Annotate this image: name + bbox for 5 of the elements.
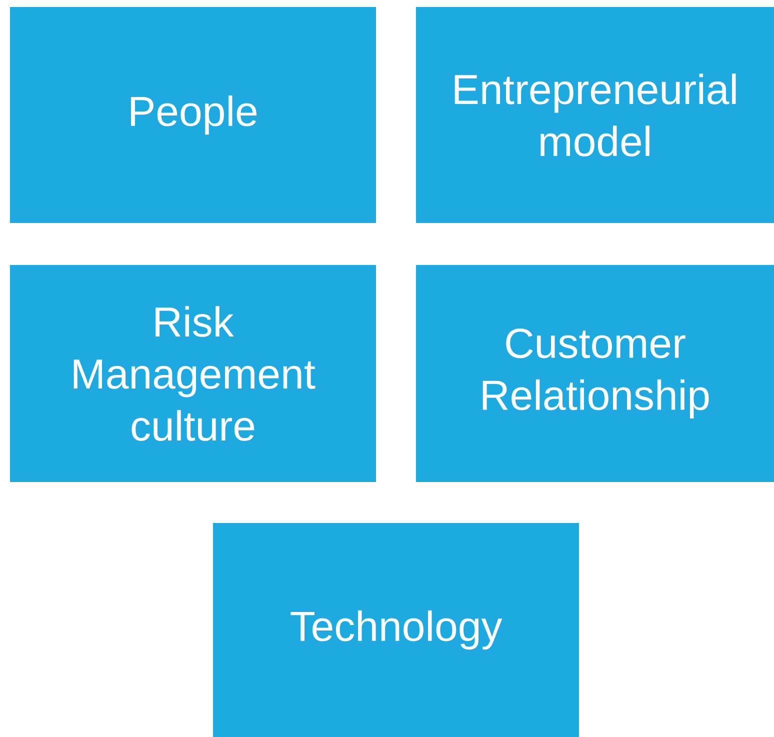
text-box: Entrepreneurial model (416, 7, 774, 223)
text-box: People (10, 7, 376, 223)
text-box: Risk Management culture (10, 265, 376, 482)
text-box: Customer Relationship (416, 265, 774, 482)
text-box: Technology (213, 523, 579, 737)
